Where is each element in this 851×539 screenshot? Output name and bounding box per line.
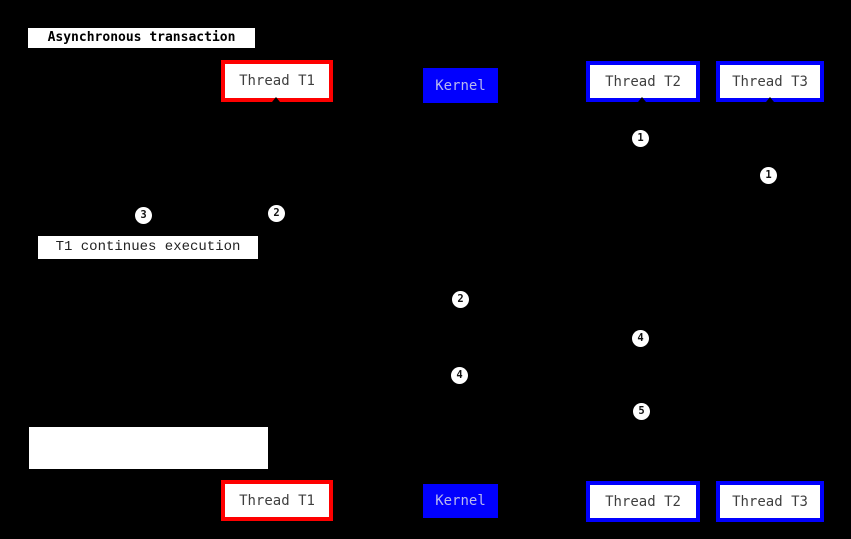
diagram-title: Asynchronous transaction xyxy=(28,28,255,48)
participant-bottom-thread-t3: Thread T3 xyxy=(716,481,824,522)
sequence-step-marker: 2 xyxy=(268,205,285,222)
sequence-step-marker: 3 xyxy=(135,207,152,224)
sequence-step-marker: 1 xyxy=(760,167,777,184)
sequence-step-marker: 1 xyxy=(632,130,649,147)
participant-label: Thread T2 xyxy=(605,73,681,90)
participant-top-kernel: Kernel xyxy=(423,68,498,103)
participant-label: Thread T3 xyxy=(732,493,808,510)
participant-bottom-thread-t1: Thread T1 xyxy=(221,480,333,521)
participant-top-thread-t1: Thread T1 xyxy=(221,60,333,102)
participant-bottom-kernel: Kernel xyxy=(423,484,498,518)
participant-label: Thread T2 xyxy=(605,493,681,510)
arrowhead-icon xyxy=(272,97,280,102)
blank-note-box xyxy=(29,427,268,469)
participant-bottom-thread-t2: Thread T2 xyxy=(586,481,700,522)
participant-top-thread-t2: Thread T2 xyxy=(586,61,700,102)
participant-label: Thread T1 xyxy=(239,492,315,509)
sequence-step-marker: 4 xyxy=(451,367,468,384)
sequence-step-marker: 2 xyxy=(452,291,469,308)
note-t1-continues-execution: T1 continues execution xyxy=(38,236,258,259)
arrowhead-icon xyxy=(638,97,646,102)
arrowhead-icon xyxy=(766,97,774,102)
participant-label: Thread T1 xyxy=(239,73,315,89)
participant-label: Kernel xyxy=(435,77,486,94)
sequence-step-marker: 5 xyxy=(633,403,650,420)
sequence-step-marker: 4 xyxy=(632,330,649,347)
participant-label: Kernel xyxy=(435,493,486,509)
participant-top-thread-t3: Thread T3 xyxy=(716,61,824,102)
participant-label: Thread T3 xyxy=(732,73,808,90)
